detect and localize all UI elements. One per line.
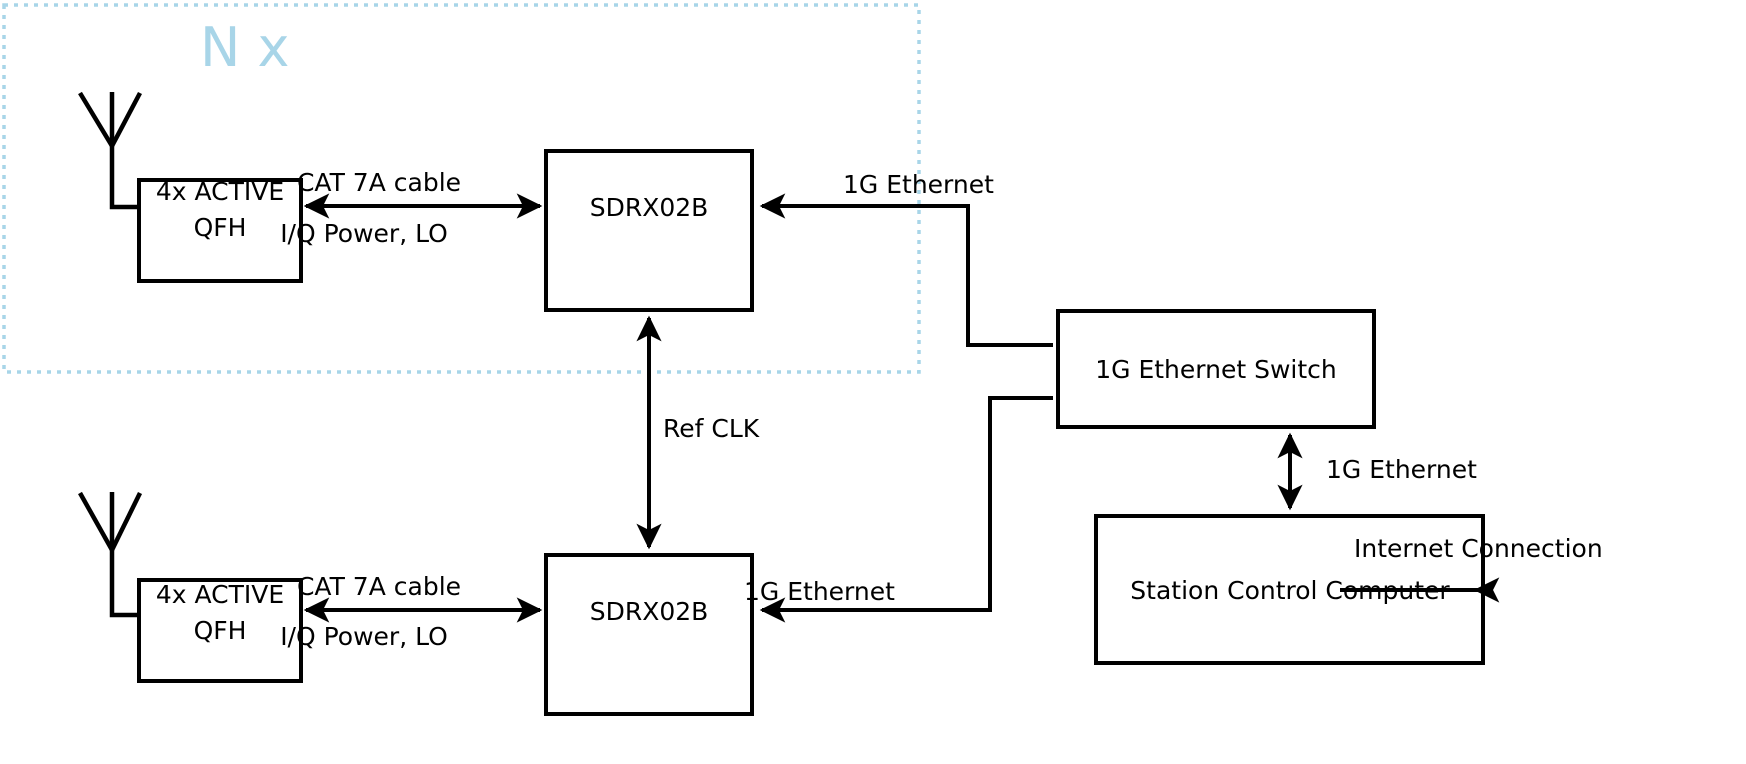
edge-label-cat7a-top: CAT 7A cable (297, 168, 461, 197)
block-qfh-bottom[interactable] (137, 578, 303, 683)
edge-label-iq-top: I/Q Power, LO (280, 219, 448, 248)
block-ethernet-switch[interactable] (1056, 309, 1376, 429)
block-qfh-top-label-line2: QFH (194, 213, 247, 242)
block-sdrx02b-bottom[interactable] (544, 553, 754, 716)
edge-label-ethernet-top: 1G Ethernet (843, 170, 994, 199)
block-sdrx02b-top-label: SDRX02B (590, 193, 709, 222)
group-label-nx: N x (200, 16, 290, 79)
edge-label-iq-bottom: I/Q Power, LO (280, 622, 448, 651)
block-sdrx02b-bottom-label: SDRX02B (590, 597, 709, 626)
antenna-bottom-icon (78, 491, 143, 618)
block-qfh-bottom-label-line1: 4x ACTIVE (156, 580, 284, 609)
edge-ethernet-top-wire (759, 193, 1053, 347)
block-qfh-top-label-line1: 4x ACTIVE (156, 177, 284, 206)
block-qfh-top[interactable] (137, 178, 303, 283)
group-boundary-nx (2, 3, 921, 374)
antenna-top-icon (78, 91, 142, 210)
edge-label-cat7a-bottom: CAT 7A cable (297, 572, 461, 601)
edge-label-internet: Internet Connection (1354, 534, 1603, 563)
edge-label-refclk: Ref CLK (663, 414, 760, 443)
block-ethernet-switch-label: 1G Ethernet Switch (1095, 355, 1337, 384)
block-sdrx02b-top[interactable] (544, 149, 754, 312)
block-qfh-bottom-label-line2: QFH (194, 616, 247, 645)
edge-label-ethernet-computer: 1G Ethernet (1326, 455, 1477, 484)
edge-ethernet-bottom-wire (759, 396, 1053, 623)
edge-label-ethernet-bottom: 1G Ethernet (744, 577, 895, 606)
